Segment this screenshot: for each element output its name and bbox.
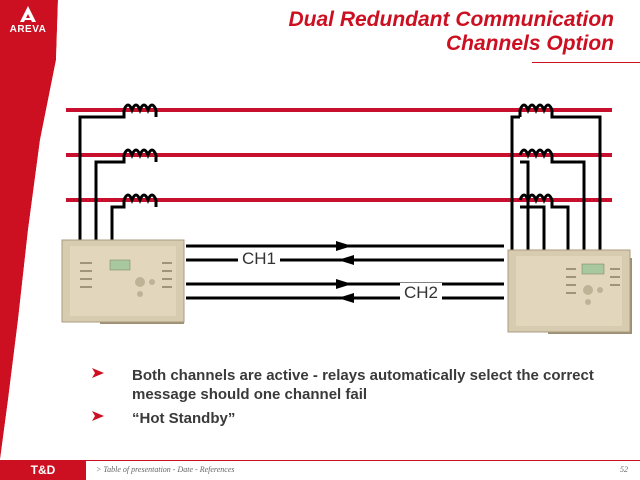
footer-rule — [86, 460, 640, 461]
right-relay-display — [581, 263, 605, 275]
ch2-label: CH2 — [400, 283, 443, 303]
page-number: 52 — [620, 465, 628, 474]
footer-brand-bar — [0, 460, 86, 480]
page-title: Dual Redundant Communication Channels Op… — [174, 8, 615, 56]
title-line-2: Channels Option — [446, 32, 614, 55]
right-ct-wiring — [510, 103, 602, 255]
right-ct-coil-2 — [518, 148, 554, 160]
title-line-1: Dual Redundant Communication — [288, 8, 615, 31]
ch1-right-arrow-icon — [336, 241, 352, 251]
left-ct-coil-1 — [122, 103, 158, 115]
comm-lines — [186, 244, 504, 300]
ch2-right-arrow-icon — [336, 279, 352, 289]
ch1-label: CH1 — [238, 249, 281, 269]
bullet-item: “Hot Standby” — [92, 409, 612, 428]
bullet-arrow-icon — [92, 411, 104, 421]
areva-logo-icon — [20, 6, 36, 22]
right-relay — [507, 249, 632, 334]
title-rule — [532, 62, 640, 63]
footer-brand: T&D — [30, 463, 56, 477]
bullet-text: “Hot Standby” — [132, 410, 236, 427]
left-ct-coil-2 — [122, 148, 158, 160]
left-relay-display — [109, 259, 131, 271]
left-relay — [61, 239, 185, 324]
footer-reference: > Table of presentation - Date - Referen… — [96, 465, 235, 474]
ch2-left-arrow-icon — [338, 293, 354, 303]
bullet-arrow-icon — [92, 368, 104, 378]
right-ct-coil-1 — [518, 103, 554, 115]
logo-text: AREVA — [9, 24, 47, 35]
comm-arrows — [336, 241, 354, 303]
right-ct-coil-3 — [518, 193, 554, 205]
left-ct-wiring — [78, 103, 158, 248]
bullet-list: Both channels are active - relays automa… — [92, 366, 612, 433]
ch1-left-arrow-icon — [338, 255, 354, 265]
left-ct-coil-3 — [122, 193, 158, 205]
bullet-item: Both channels are active - relays automa… — [92, 366, 612, 404]
bullet-text: Both channels are active - relays automa… — [132, 367, 594, 403]
